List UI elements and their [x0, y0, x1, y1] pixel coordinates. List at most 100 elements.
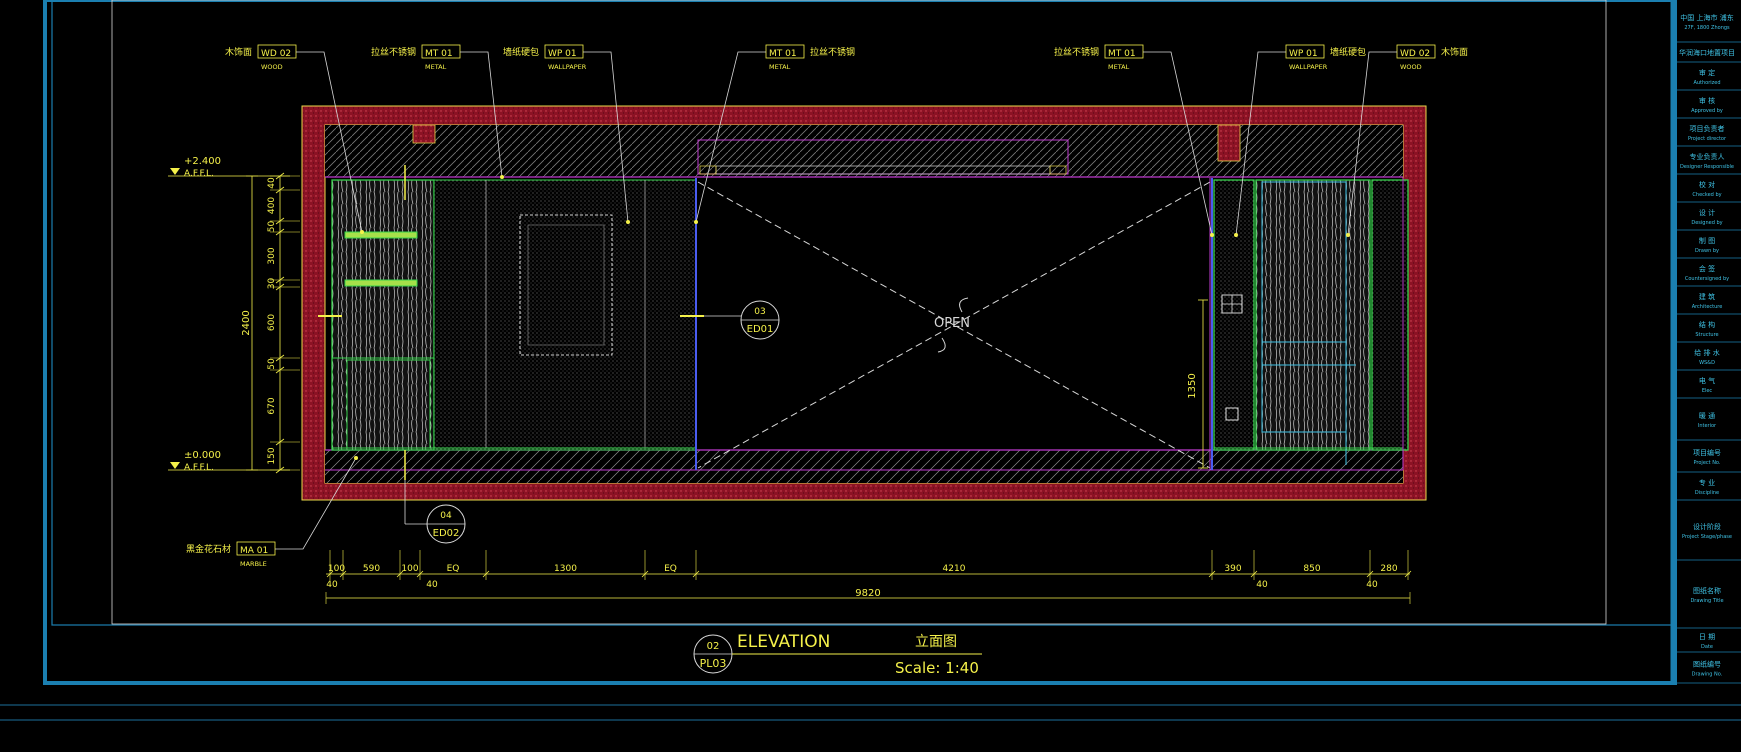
title-block-row: 专 业 Discipline [1695, 478, 1719, 496]
title-block-en: Project No. [1694, 460, 1721, 466]
horizontal-dim: 590 [363, 564, 380, 574]
title-block-en: Drawing Title [1690, 598, 1723, 604]
vertical-dim: 150 [267, 447, 277, 464]
title-block-en: Checked by [1692, 192, 1721, 198]
callout-chinese: 墙纸硬包 [503, 46, 539, 58]
title-block-row: 电 气 Elec [1699, 376, 1715, 394]
horizontal-dim: EQ [664, 564, 677, 574]
horizontal-total-dim: 9820 [855, 588, 880, 599]
title-block-en: Project director [1688, 136, 1727, 142]
title-block-en: Approved by [1691, 108, 1723, 114]
vertical-dim: 300 [267, 247, 277, 264]
vertical-dim: 50 [267, 221, 277, 233]
title-block-cn: 结 构 [1699, 320, 1715, 329]
section-mark-ed02[interactable]: 04 ED02 [404, 480, 466, 544]
door-open-label: OPEN [934, 316, 970, 331]
section-ref: ED01 [747, 324, 774, 335]
callout-code: WD 02 [261, 49, 291, 59]
callout-english: WOOD [1400, 63, 1422, 71]
door-height-dim: 1350 [1187, 373, 1198, 398]
section-num: 03 [754, 307, 765, 317]
level-top-value: +2.400 [184, 156, 221, 167]
title-bubble-ref: PL03 [700, 657, 727, 670]
title-block-en: Interior [1698, 423, 1717, 429]
title-block-cn: 校 对 [1699, 180, 1715, 189]
title-chinese: 立面图 [915, 634, 957, 650]
vertical-dim: 600 [267, 314, 277, 331]
title-block-cn: 日 期 [1699, 633, 1715, 641]
level-bottom-value: ±0.000 [184, 450, 221, 461]
horizontal-small-dim: 40 [1366, 580, 1378, 590]
title-block-cn: 专 业 [1699, 478, 1715, 487]
title-block-en: Date [1701, 644, 1713, 650]
horizontal-dim: 1300 [554, 564, 577, 574]
horizontal-dim: 280 [1380, 564, 1397, 574]
level-bottom-tag: A.F.F.L. [184, 463, 214, 473]
title-block-cn: 专业负责人 [1690, 152, 1725, 161]
title-bubble-num: 02 [707, 641, 720, 652]
vertical-dim: 30 [267, 278, 277, 290]
callout-code: MT 01 [1108, 49, 1136, 59]
drawing-frame [0, 0, 1741, 721]
title-block-en: Drawing No. [1692, 672, 1723, 678]
title-block-en: Discipline [1695, 490, 1719, 496]
horizontal-small-dim: 40 [326, 580, 338, 590]
title-block-row: 日 期 Date [1699, 633, 1715, 650]
level-top-tag: A.F.F.L. [184, 169, 214, 179]
elevation-drawing [301, 105, 1427, 501]
horizontal-dim: 100 [328, 564, 345, 574]
callout-code: MT 01 [769, 49, 797, 59]
callout-english: WOOD [261, 63, 283, 71]
horizontal-dim: 4210 [943, 564, 966, 574]
title-block-cn: 建 筑 [1699, 292, 1715, 301]
title-block-cn: 制 图 [1699, 236, 1715, 245]
section-num: 04 [440, 511, 452, 521]
callout-chinese: 黑金花石材 [186, 543, 231, 555]
horizontal-dim: 390 [1224, 564, 1241, 574]
title-block-cn: 图纸编号 [1693, 660, 1721, 669]
callout-english: METAL [1108, 63, 1130, 71]
callout-chinese: 墙纸硬包 [1330, 46, 1366, 58]
title-block-row: 校 对 Checked by [1692, 180, 1721, 198]
callout-code: WD 02 [1400, 49, 1430, 59]
title-block-cn: 电 气 [1699, 376, 1715, 385]
title-block-cn: 项目负责者 [1690, 124, 1725, 133]
title-block-cn: 会 签 [1699, 264, 1715, 273]
callout-code: MA 01 [240, 546, 268, 556]
title-block-cn: 图纸名称 [1693, 586, 1721, 595]
vertical-dim: 400 [267, 197, 277, 214]
section-mark-ed01[interactable]: 03 ED01 [704, 300, 780, 340]
callout-english: MARBLE [240, 560, 267, 568]
vertical-dim: 50 [267, 358, 277, 370]
title-block-en: Countersigned by [1685, 276, 1729, 282]
callout-8[interactable]: MA 01 MARBLE 黑金花石材 [186, 456, 358, 568]
horizontal-small-dim: 40 [1256, 580, 1268, 590]
title-block-en: Elec [1702, 388, 1713, 394]
title-block-cn: 中国 上海市 浦东 [1680, 13, 1733, 22]
title-block-en: Designed by [1691, 220, 1722, 226]
callout-chinese: 拉丝不锈钢 [810, 46, 855, 58]
vertical-dim: 40 [267, 177, 277, 189]
title-scale: Scale: 1:40 [895, 659, 979, 677]
vertical-dim: 670 [267, 397, 277, 414]
title-block-cn: 项目编号 [1693, 448, 1721, 457]
callout-chinese: 拉丝不锈钢 [1054, 46, 1099, 58]
title-block-row: 项目负责者 Project director [1688, 124, 1727, 142]
horizontal-dim: 100 [401, 564, 418, 574]
title-block-cn: 给 排 水 [1694, 348, 1719, 357]
title-block-row: 图纸名称 Drawing Title [1690, 586, 1723, 604]
callout-5[interactable]: MT 01 METAL 拉丝不锈钢 [1054, 44, 1214, 237]
